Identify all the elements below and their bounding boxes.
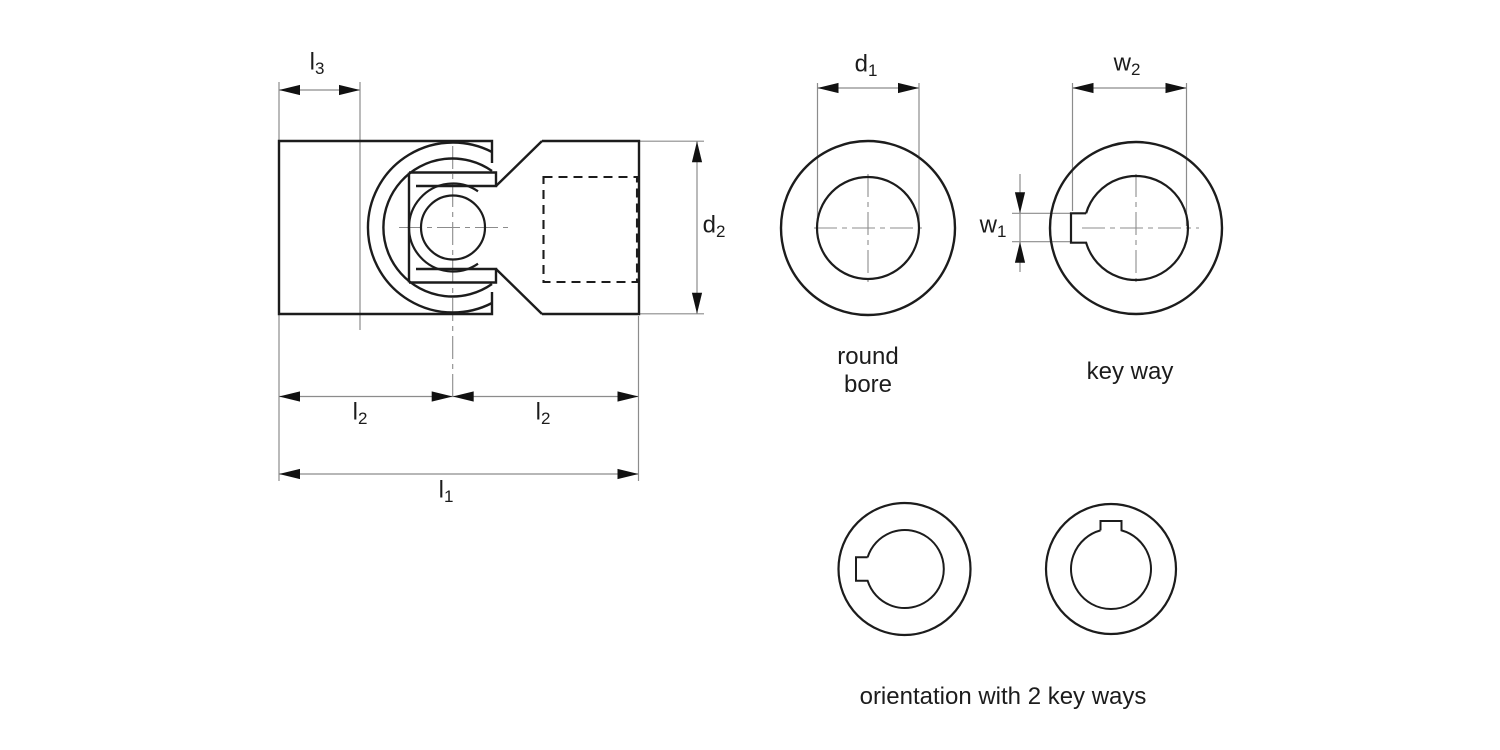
- caption-key-way: key way: [1086, 357, 1174, 385]
- key-way-view: [1048, 140, 1224, 316]
- two-key-ways-view: [837, 501, 1178, 637]
- dim-label-w2: w2: [1113, 49, 1141, 80]
- dim-label-l3: l3: [309, 48, 325, 79]
- side-view-drawing: [277, 139, 641, 316]
- dim-label-d1: d1: [854, 50, 878, 81]
- caption-round-bore-line1: round: [837, 342, 899, 370]
- dim-label-l1: l1: [438, 476, 454, 507]
- dim-label-l2-right: l2: [535, 398, 551, 429]
- dim-label-l2-left: l2: [352, 398, 368, 429]
- center-lines: [399, 146, 1199, 396]
- round-bore-view: [779, 139, 957, 317]
- caption-round-bore-line2: bore: [843, 370, 893, 398]
- dim-label-w1: w1: [979, 211, 1007, 242]
- caption-orientation-two-key-ways: orientation with 2 key ways: [859, 682, 1147, 710]
- dim-label-d2: d2: [702, 211, 726, 242]
- hidden-bore-outline: [542, 175, 639, 284]
- dimension-arrows: [279, 82, 1187, 480]
